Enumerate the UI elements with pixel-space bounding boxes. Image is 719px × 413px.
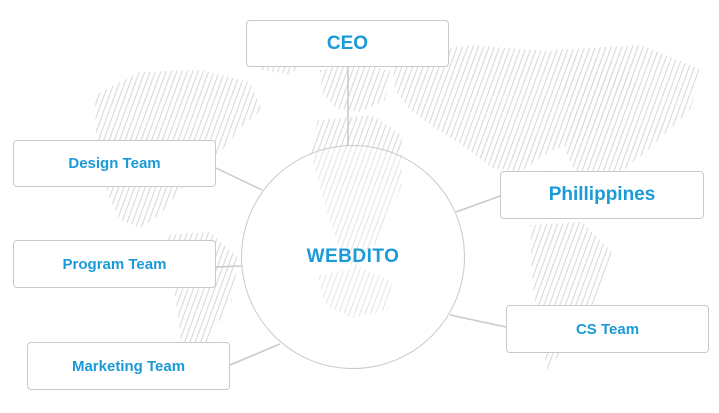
- node-marketing-team-label: Marketing Team: [71, 357, 186, 375]
- node-cs-team-label: CS Team: [575, 320, 640, 338]
- node-design-team: Design Team: [13, 140, 216, 187]
- node-design-team-label: Design Team: [68, 155, 161, 172]
- node-philippines-label: Phillippines: [548, 184, 656, 205]
- center-node-label: WEBDITO: [306, 246, 400, 267]
- node-ceo-label: CEO: [326, 32, 369, 54]
- node-marketing-team: Marketing Team: [27, 342, 230, 390]
- node-cs-team: CS Team: [506, 305, 709, 353]
- node-ceo: CEO: [246, 20, 449, 67]
- center-node-webdito: WEBDITO: [241, 145, 465, 369]
- node-philippines: Phillippines: [500, 171, 704, 219]
- node-program-team-label: Program Team: [62, 255, 167, 273]
- node-program-team: Program Team: [13, 240, 216, 288]
- connector-lines: [215, 67, 507, 366]
